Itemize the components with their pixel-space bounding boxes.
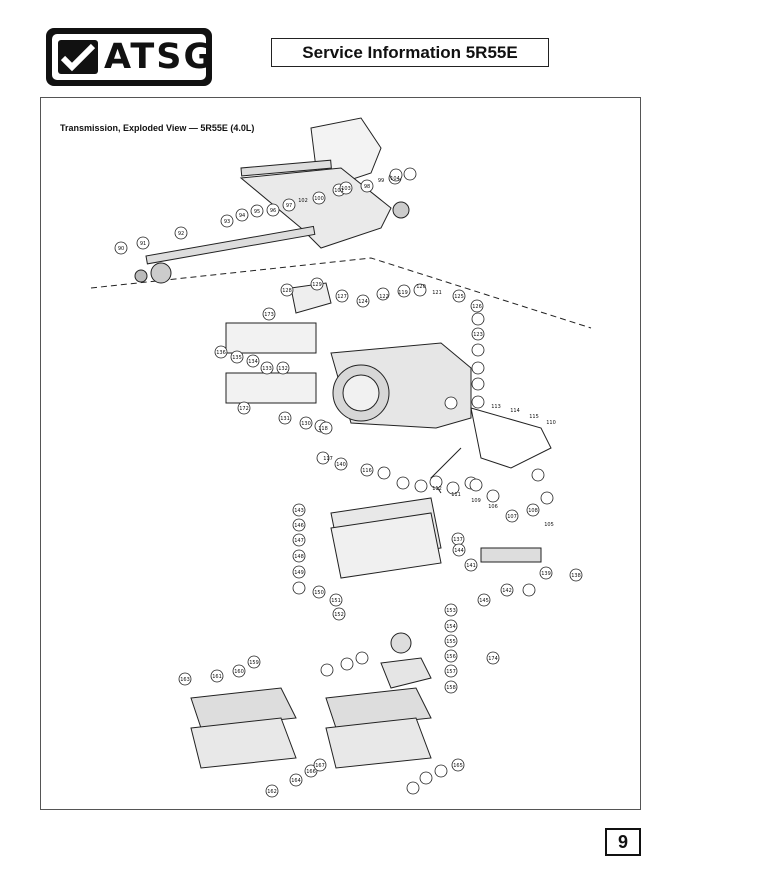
callout-139: 139 <box>541 571 551 577</box>
callout-94: 94 <box>239 213 245 219</box>
callout-141: 141 <box>466 563 476 569</box>
callout-118: 118 <box>318 426 328 432</box>
callout-136: 136 <box>216 350 226 356</box>
callout-92: 92 <box>178 231 184 237</box>
callout-127: 127 <box>337 294 347 300</box>
callout-166: 166 <box>306 769 316 775</box>
callout-158: 158 <box>446 685 456 691</box>
callout-116: 116 <box>362 468 372 474</box>
callout-112: 112 <box>432 486 442 492</box>
callout-122: 122 <box>379 294 389 300</box>
callout-133: 133 <box>262 366 272 372</box>
callout-101: 101 <box>334 188 344 194</box>
callout-104: 104 <box>390 176 400 182</box>
callout-155: 155 <box>446 639 456 645</box>
callout-167: 167 <box>315 763 325 769</box>
callout-123: 123 <box>473 332 483 338</box>
callout-152: 152 <box>334 612 344 618</box>
callout-134: 134 <box>248 359 258 365</box>
callout-119: 119 <box>398 290 408 296</box>
callout-131: 131 <box>280 416 290 422</box>
callout-98: 98 <box>364 184 370 190</box>
callout-129: 129 <box>312 282 322 288</box>
callout-105: 105 <box>544 522 554 528</box>
callout-130: 130 <box>301 421 311 427</box>
callout-160: 160 <box>234 669 244 675</box>
callout-113: 113 <box>491 404 501 410</box>
callout-107: 107 <box>507 514 517 520</box>
checkmark-icon <box>58 40 98 74</box>
callout-95: 95 <box>254 209 260 215</box>
callout-174: 174 <box>488 656 498 662</box>
callout-111: 111 <box>451 492 461 498</box>
callout-102: 102 <box>298 198 308 204</box>
callout-90: 90 <box>118 246 124 252</box>
exploded-view-diagram: 90 91 92 93 94 95 96 97 98 99 100 101 10… <box>90 117 592 798</box>
atsg-logo: ATSG <box>46 28 212 86</box>
page-title: Service Information 5R55E <box>271 38 549 67</box>
callout-145: 145 <box>479 598 489 604</box>
callout-110: 110 <box>546 420 556 426</box>
callout-173: 173 <box>264 312 274 318</box>
callout-121: 121 <box>432 290 442 296</box>
page-number: 9 <box>605 828 641 856</box>
callout-149: 149 <box>294 570 304 576</box>
callout-128: 128 <box>282 288 292 294</box>
callout-161: 161 <box>212 674 222 680</box>
callout-140: 140 <box>336 462 346 468</box>
callout-164: 164 <box>291 778 301 784</box>
callout-157: 157 <box>446 669 456 675</box>
figure-frame <box>40 97 641 810</box>
callout-96: 96 <box>270 208 276 214</box>
callout-91: 91 <box>140 241 146 247</box>
callout-120: 120 <box>416 284 426 290</box>
callout-148: 148 <box>294 554 304 560</box>
callout-117: 117 <box>323 456 333 462</box>
callout-124: 124 <box>358 299 368 305</box>
callout-143: 143 <box>294 508 304 514</box>
callout-144: 144 <box>454 548 464 554</box>
callout-163: 163 <box>180 677 190 683</box>
callout-153: 153 <box>446 608 456 614</box>
logo-text: ATSG <box>104 37 215 77</box>
callout-97: 97 <box>286 203 292 209</box>
callout-138: 138 <box>571 573 581 579</box>
figure-caption: Transmission, Exploded View — 5R55E (4.0… <box>60 123 255 133</box>
callout-106: 106 <box>488 504 498 510</box>
callout-93: 93 <box>224 219 230 225</box>
callout-99: 99 <box>378 178 384 184</box>
callout-159: 159 <box>249 660 259 666</box>
callout-125: 125 <box>454 294 464 300</box>
callout-146: 146 <box>294 523 304 529</box>
callout-142: 142 <box>502 588 512 594</box>
callout-147: 147 <box>294 538 304 544</box>
callout-103: 103 <box>341 186 351 192</box>
callout-115: 115 <box>529 414 539 420</box>
callout-165: 165 <box>453 763 463 769</box>
callout-108: 108 <box>528 508 538 514</box>
callout-126: 126 <box>472 304 482 310</box>
callout-137: 137 <box>453 537 463 543</box>
callout-156: 156 <box>446 654 456 660</box>
callout-162: 162 <box>267 789 277 795</box>
callout-154: 154 <box>446 624 456 630</box>
callout-109: 109 <box>471 498 481 504</box>
callout-100: 100 <box>314 196 324 202</box>
callout-151: 151 <box>331 598 341 604</box>
callout-135: 135 <box>232 355 242 361</box>
callout-150: 150 <box>314 590 324 596</box>
callout-132: 132 <box>278 366 288 372</box>
callout-114: 114 <box>510 408 520 414</box>
callout-172: 172 <box>239 406 249 412</box>
